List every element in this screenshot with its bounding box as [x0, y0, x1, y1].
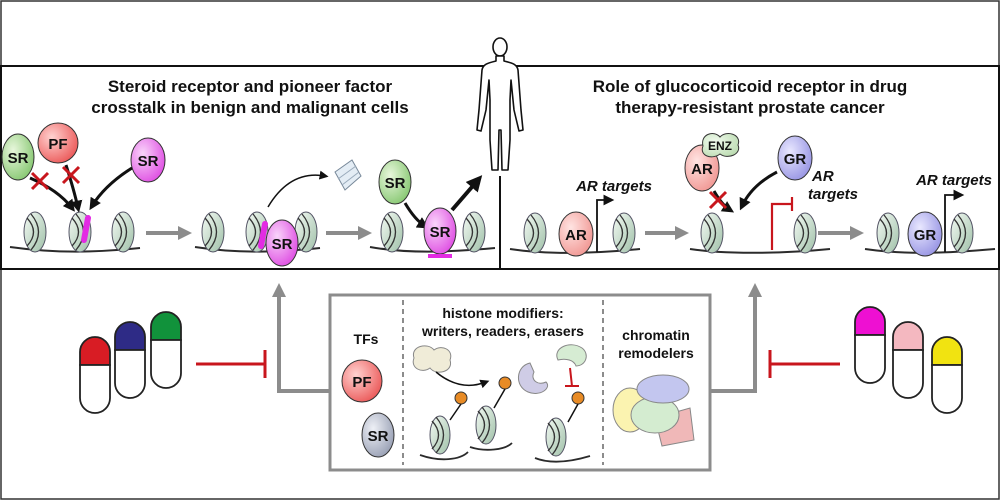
right-title-line1: Role of glucocorticoid receptor in drug [592, 77, 908, 96]
magenta-mark [258, 221, 268, 249]
svg-text:PF: PF [48, 136, 67, 153]
right-title-line2: therapy-resistant prostate cancer [615, 98, 885, 117]
binding-arrow [89, 166, 133, 211]
svg-text:SR: SR [430, 224, 451, 241]
right-panel: AR AR targets AR ENZ GR AR targets GR [509, 133, 996, 257]
nucleosome-icon [294, 211, 318, 253]
inhibition-left [196, 350, 267, 378]
nucleosome-icon [523, 212, 547, 254]
remodeler-complex-icon [612, 374, 695, 447]
svg-text:PF: PF [352, 374, 371, 391]
binding-arrow [64, 164, 83, 213]
sr-magenta-bound: SR [423, 207, 457, 255]
targets-label: targets [808, 186, 858, 203]
svg-text:ENZ: ENZ [708, 139, 732, 153]
enz-drug: ENZ [701, 133, 740, 158]
upstream-arrow [272, 283, 330, 393]
nucleosome-icon [429, 415, 451, 455]
remodelers-title: chromatin [622, 327, 690, 343]
svg-text:SR: SR [385, 175, 406, 192]
left-panel: SR PF SR SR [1, 122, 496, 267]
writer-enzyme-icon [412, 345, 452, 373]
svg-text:GR: GR [914, 227, 937, 244]
dna-strand [419, 442, 591, 463]
nucleosome-icon [380, 211, 404, 253]
binding-arrow [403, 202, 430, 229]
inhibition-mark [770, 197, 794, 250]
magenta-mark [81, 215, 91, 243]
nucleosome-icon [475, 405, 497, 445]
eraser-enzyme-icon [556, 344, 587, 367]
dna-strand [689, 248, 831, 254]
drug-pill-icon [79, 336, 111, 414]
writer-arrow [435, 371, 490, 389]
upstream-arrow [710, 283, 762, 393]
nucleosome-icon [23, 211, 47, 253]
ar-targets-label: AR targets [575, 178, 652, 195]
nucleosome-icon [462, 211, 486, 253]
left-title-line1: Steroid receptor and pioneer factor [107, 77, 393, 96]
sr-green-factor: SR [1, 133, 35, 181]
human-figure-icon [476, 37, 524, 171]
left-title-line2: crosstalk in benign and malignant cells [91, 98, 409, 117]
transcription-arrow [944, 189, 965, 252]
binding-arrow [29, 176, 75, 212]
block-x-icon [30, 171, 50, 191]
eraser-inhibition [565, 367, 579, 387]
transcription-arrow [596, 194, 615, 252]
gr-factor: GR [907, 211, 943, 257]
remodelers-subtitle: remodelers [618, 345, 694, 361]
reader-enzyme-icon [518, 362, 548, 394]
svg-text:SR: SR [272, 236, 293, 253]
nucleosome-icon [612, 212, 636, 254]
nucleosome-icon [201, 211, 225, 253]
pf-factor: PF [37, 122, 79, 164]
svg-text:SR: SR [8, 150, 29, 167]
block-x-icon [708, 190, 728, 210]
sr-magenta-factor: SR [130, 137, 166, 183]
histone-modifiers-subtitle: writers, readers, erasers [421, 323, 584, 339]
pf-factor: PF [341, 359, 383, 403]
gr-factor: GR [777, 135, 813, 181]
nucleosome-icon [545, 417, 567, 457]
activation-arrow [450, 175, 483, 212]
inhibition-right [768, 350, 840, 378]
histone-tail [449, 388, 579, 423]
nucleosome-icon [111, 211, 135, 253]
tfs-label: TFs [354, 331, 379, 347]
binding-arrow [739, 170, 778, 211]
drug-pill-icon [854, 306, 886, 384]
nucleosome-icon [950, 212, 974, 254]
sr-green-factor: SR [378, 159, 412, 205]
svg-text:AR: AR [565, 227, 587, 244]
ar-targets-label: AR [811, 168, 834, 185]
sr-factor: SR [361, 412, 395, 458]
evicted-nucleosome-icon [334, 159, 362, 191]
ar-factor: AR [558, 211, 594, 257]
sr-magenta-bound: SR [265, 219, 299, 267]
drug-pill-icon [150, 311, 182, 389]
eviction-arrow [267, 170, 329, 208]
histone-modifiers-title: histone modifiers: [442, 305, 563, 321]
drug-pill-icon [892, 321, 924, 399]
svg-text:SR: SR [368, 428, 389, 445]
svg-text:GR: GR [784, 151, 807, 168]
left-panel-title: Steroid receptor and pioneer factor cros… [40, 76, 460, 118]
drug-pill-icon [931, 336, 963, 414]
modification-mark-icon [454, 376, 585, 405]
ar-targets-label: AR targets [915, 172, 992, 189]
svg-text:AR: AR [691, 161, 713, 178]
right-panel-title: Role of glucocorticoid receptor in drug … [540, 76, 960, 118]
nucleosome-icon [700, 212, 724, 254]
nucleosome-icon [876, 212, 900, 254]
block-x-icon [61, 165, 81, 185]
svg-text:SR: SR [138, 153, 159, 170]
nucleosome-icon [793, 212, 817, 254]
drug-pill-icon [114, 321, 146, 399]
